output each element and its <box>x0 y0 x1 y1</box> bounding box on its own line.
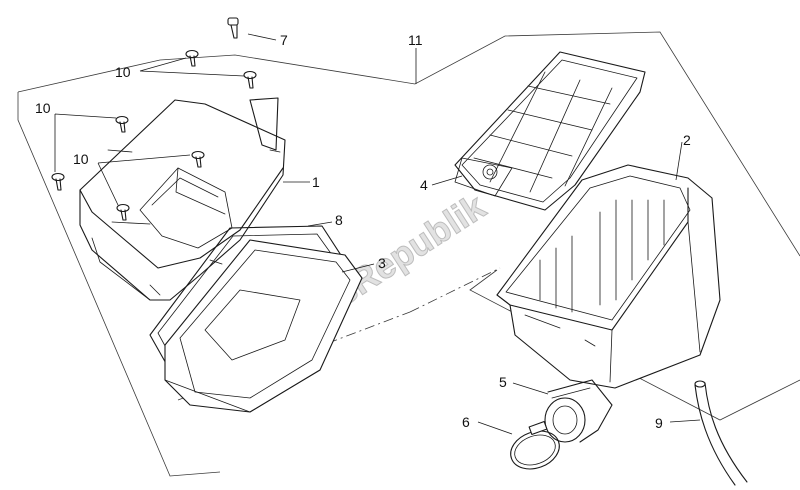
air-filter <box>454 51 646 211</box>
callout-2: 2 <box>683 132 691 148</box>
leader-lines <box>54 33 701 435</box>
air-box-cover <box>79 97 286 301</box>
callout-10-top: 10 <box>115 64 131 80</box>
intake-sleeve <box>544 379 613 443</box>
callout-11: 11 <box>408 32 423 48</box>
screw <box>191 150 205 168</box>
hose-clamp <box>510 420 560 470</box>
callout-labels: 7 10 10 10 11 1 8 3 4 2 5 6 9 <box>35 32 691 431</box>
screw <box>227 17 239 39</box>
screw <box>115 115 129 133</box>
callout-9: 9 <box>655 415 663 431</box>
air-box-base <box>496 164 721 389</box>
callout-1: 1 <box>312 174 320 190</box>
callout-4: 4 <box>420 177 428 193</box>
drain-pipe <box>694 380 748 486</box>
screw <box>243 70 257 89</box>
callout-5: 5 <box>499 374 507 390</box>
screw <box>116 203 130 221</box>
screw <box>185 49 199 67</box>
callout-8: 7 <box>280 32 288 48</box>
callout-7: 8 <box>335 212 343 228</box>
callout-10-left: 10 <box>35 100 51 116</box>
callout-6: 6 <box>462 414 470 430</box>
screw <box>51 172 65 191</box>
callout-10-middle: 10 <box>73 151 89 167</box>
screws <box>51 17 257 221</box>
lower-tray <box>164 239 363 413</box>
callout-3: 3 <box>378 255 386 271</box>
